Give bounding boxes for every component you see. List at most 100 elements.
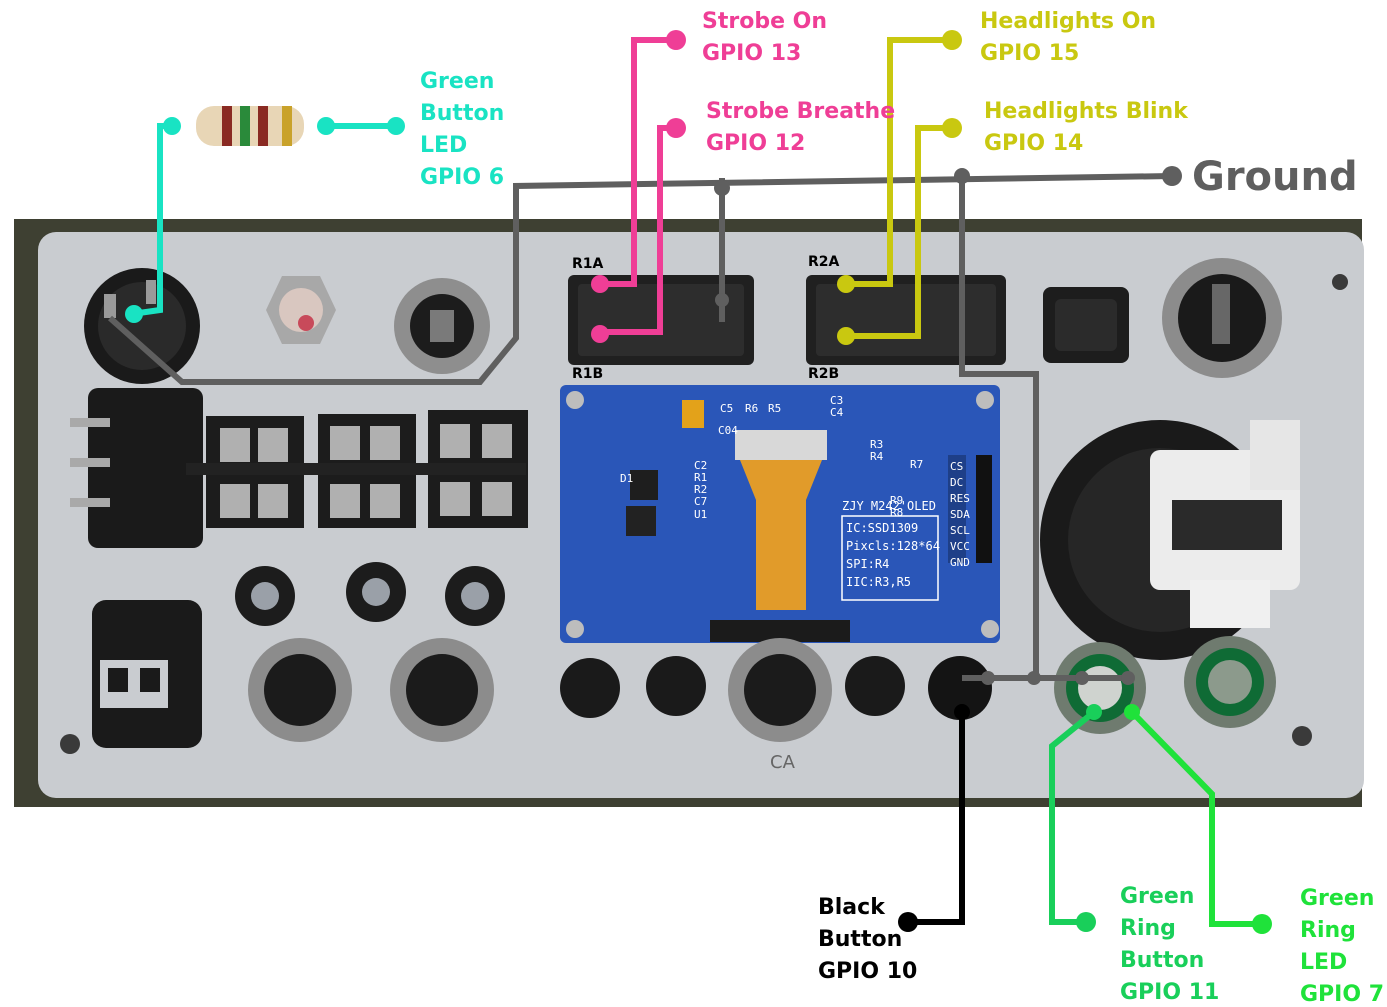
label-line: GPIO 10 [818, 959, 917, 984]
headlights-on-dot [942, 30, 962, 50]
label-line: Button [818, 927, 902, 952]
oled-silk-r9: R9 [890, 494, 903, 507]
relay-r1a-terminal [591, 275, 609, 293]
ground-junction [954, 168, 970, 184]
square-push-button [1043, 287, 1129, 363]
oled-silk-d1: D1 [620, 472, 633, 485]
green-ring-led-dot [1252, 914, 1272, 934]
ground-junction [1121, 671, 1135, 685]
label-line: Headlights Blink [984, 99, 1189, 124]
label-line: Button [1120, 948, 1204, 973]
label-headlights-blink: Headlights Blink GPIO 14 [984, 99, 1189, 156]
oled-silk-r8: R8 [890, 506, 903, 519]
oled-silk-r4: R4 [870, 450, 884, 463]
green-ring-button [1054, 642, 1146, 734]
relay-r2 [806, 275, 1006, 365]
black-button-wire [908, 712, 965, 925]
green-ring-button-right [1184, 636, 1276, 728]
label-green-button-led: Green Button LED GPIO 6 [420, 69, 504, 190]
label-line: GPIO 12 [706, 131, 805, 156]
label-line: GPIO 7 [1300, 982, 1384, 1007]
label-strobe-on: Strobe On GPIO 13 [702, 9, 827, 66]
ground-junction [981, 671, 995, 685]
oled-pin-sda: SDA [950, 508, 970, 521]
label-ground: Ground [1192, 154, 1358, 200]
label-line: Black [818, 895, 886, 920]
oled-silk-c2: C2 [694, 459, 707, 472]
label-line: Headlights On [980, 9, 1156, 34]
ground-junction [714, 180, 730, 196]
oled-silk-r2: R2 [694, 483, 707, 496]
relay-label-r1b: R1B [572, 366, 603, 382]
green-ring-led-wire [1129, 709, 1262, 927]
black-push-button [394, 278, 490, 374]
relay-r1b-terminal [591, 325, 609, 343]
label-headlights-on: Headlights On GPIO 15 [980, 9, 1156, 66]
label-line: Button [420, 101, 504, 126]
oled-pin-res: RES [950, 492, 970, 505]
label-line: Ring [1300, 918, 1356, 943]
black-button-terminal [954, 704, 970, 720]
oled-silk-u1: U1 [694, 508, 707, 521]
toggle-button-2 [390, 638, 494, 742]
toggle-button-1 [248, 638, 352, 742]
oled-silk-r6: R6 [745, 402, 758, 415]
relay-label-r2b: R2B [808, 366, 839, 382]
label-line: Green [420, 69, 494, 94]
arcade-button [1040, 420, 1300, 660]
ground-junction [1075, 671, 1089, 685]
oled-silk-r3: R3 [870, 438, 883, 451]
headlights-wires [846, 37, 952, 339]
resistor [196, 106, 304, 146]
label-line: GPIO 6 [420, 165, 504, 190]
oled-pin-gnd: GND [950, 556, 970, 569]
led-holder-3 [445, 566, 505, 626]
ground-junction [715, 293, 729, 307]
relay-label-r1a: R1A [572, 256, 604, 272]
round-push-button-right [1162, 258, 1282, 378]
label-line: Green [1300, 886, 1374, 911]
oled-silk-r7: R7 [910, 458, 923, 471]
relay-r2b-terminal [837, 327, 855, 345]
label-green-ring-led: Green Ring LED GPIO 7 [1300, 886, 1384, 1007]
oled-silk-c5: C5 [720, 402, 733, 415]
black-button [928, 656, 992, 720]
led-holder-2 [346, 562, 406, 622]
label-line: LED [420, 133, 467, 158]
led-terminal [125, 305, 143, 323]
green-button-led-dot [387, 117, 405, 135]
oled-silk-c7: C7 [694, 495, 707, 508]
mount-hole [1292, 726, 1312, 746]
label-line: Green [1120, 884, 1194, 909]
ground-junction [1027, 671, 1041, 685]
label-line: Ring [1120, 916, 1176, 941]
black-button-dot [898, 912, 918, 932]
green-button-led-button [84, 268, 200, 384]
label-line: GPIO 11 [1120, 980, 1219, 1005]
bottom-button-4 [845, 656, 905, 716]
dpdt-switch-large [70, 388, 203, 548]
oled-pin-scl: SCL [950, 524, 970, 537]
green-ring-led-terminal [1124, 704, 1140, 720]
strobe-on-dot [666, 30, 686, 50]
label-strobe-breathe: Strobe Breathe GPIO 12 [706, 99, 895, 156]
label-line: LED [1300, 950, 1347, 975]
oled-silk-r5: R5 [768, 402, 781, 415]
oled-silk-line-1: ZJY M242'OLED [842, 499, 936, 513]
strobe-breathe-dot [666, 118, 686, 138]
panel-marking: CA [770, 752, 796, 773]
bottom-button-1 [560, 658, 620, 718]
square-rocker-bottom [92, 600, 202, 748]
oled-pin-vcc: VCC [950, 540, 970, 553]
oled-silk-c4: C4 [830, 406, 844, 419]
label-line: Strobe Breathe [706, 99, 895, 124]
oled-pin-dc: DC [950, 476, 963, 489]
label-line: GPIO 13 [702, 41, 801, 66]
label-line: GPIO 14 [984, 131, 1083, 156]
relay-r2a-terminal [837, 275, 855, 293]
label-green-ring-button: Green Ring Button GPIO 11 [1120, 884, 1219, 1005]
oled-silk-c3: C3 [830, 394, 843, 407]
oled-silk-r1: R1 [694, 471, 707, 484]
